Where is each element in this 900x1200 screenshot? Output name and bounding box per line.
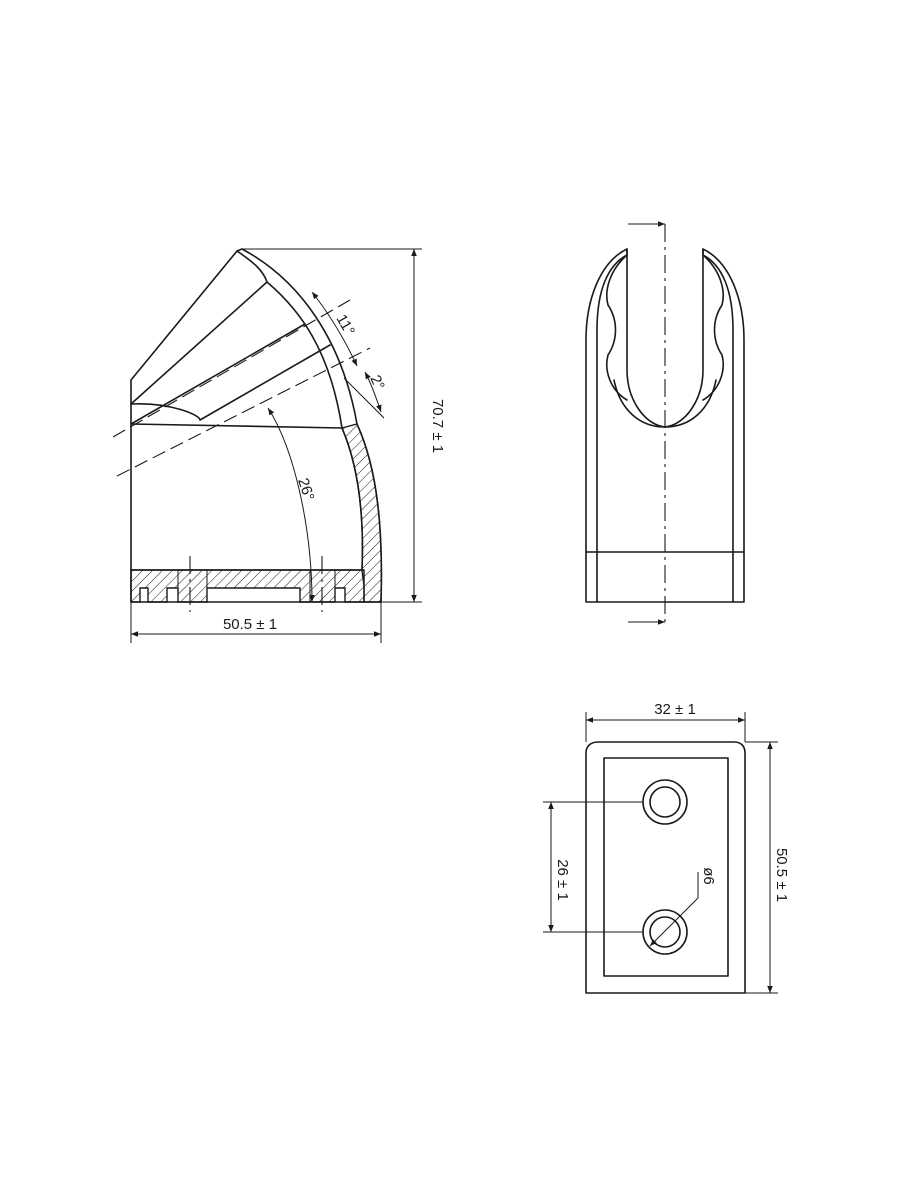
front-inner-left <box>596 248 628 603</box>
body-outline <box>130 248 383 603</box>
center-line-b <box>116 347 371 477</box>
hole-edges <box>177 570 336 602</box>
angle-arc-11 <box>311 291 358 367</box>
bv-dia-label: ø6 <box>700 867 717 885</box>
bv-width-dim-label: 32 ± 1 <box>654 701 696 718</box>
bottom-outer <box>585 741 746 994</box>
bottom-inner <box>603 757 729 977</box>
height-dim-label: 70.7 ± 1 <box>429 399 446 453</box>
angle-arc-26 <box>267 407 315 603</box>
front-view <box>585 221 745 625</box>
angle-label-2: 2° <box>366 373 387 393</box>
center-line-a <box>112 299 351 438</box>
upper-face-lines <box>130 250 343 429</box>
cup-outline <box>130 423 364 571</box>
angle-arc-2 <box>364 371 382 413</box>
angle-label-26: 26° <box>294 476 317 503</box>
bottom-view: 32 ± 1 50.5 ± 1 26 ± 1 ø6 <box>543 701 790 994</box>
side-view: 11° 2° 26° 50.5 ± 1 70.7 ± 1 <box>112 248 446 643</box>
width-dim-label: 50.5 ± 1 <box>223 616 277 633</box>
mount-hole-top-inner <box>649 786 681 818</box>
bv-dia-leader <box>649 897 699 947</box>
angle-label-11: 11° <box>333 312 359 339</box>
mount-hole-bottom-inner <box>649 916 681 948</box>
base-section-hatch <box>130 569 365 603</box>
bv-height-dim-label: 50.5 ± 1 <box>773 848 790 902</box>
bv-spacing-dim-label: 26 ± 1 <box>554 859 571 901</box>
angle-ext-2 <box>343 377 385 419</box>
front-inner-right <box>702 248 734 603</box>
